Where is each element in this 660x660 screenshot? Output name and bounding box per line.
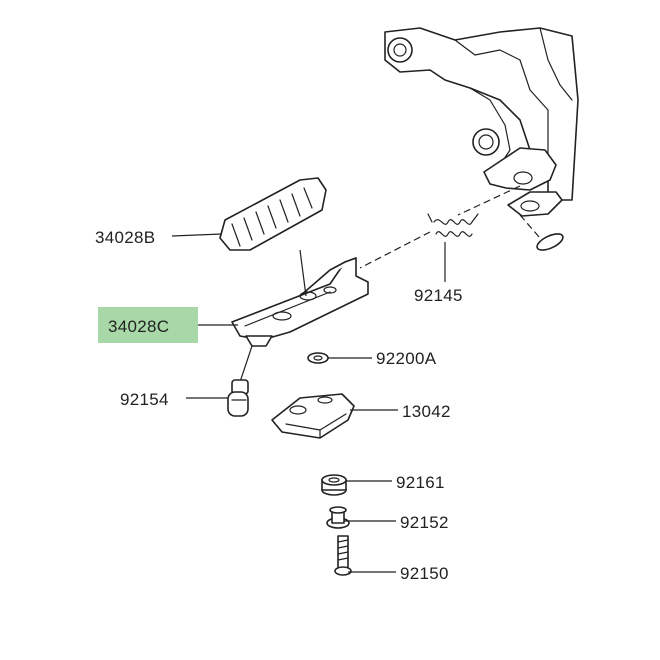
part-label-92152[interactable]: 92152 [400,513,449,532]
pivot-axis-washer [519,214,541,239]
leader-34028B-down [299,249,307,297]
part-label-34028B[interactable]: 34028B [95,228,155,247]
part-label-34028C[interactable]: 34028C [108,317,169,336]
collar [326,506,350,529]
part-label-92161[interactable]: 92161 [396,473,445,492]
part-label-92200A[interactable]: 92200A [376,349,437,368]
part-highlight-box [98,307,198,343]
washer [307,352,329,364]
pivot-axis-upper [457,185,521,216]
frame-bracket [384,27,579,251]
rubber-grommet [321,474,347,496]
footpeg-body [231,257,369,383]
part-label-92154[interactable]: 92154 [120,390,169,409]
part-label-92150[interactable]: 92150 [400,564,449,583]
bolt [334,535,352,576]
part-label-92145[interactable]: 92145 [414,286,463,305]
clevis-pin [227,379,249,417]
return-spring [427,213,479,237]
leader-34028B [171,233,223,237]
part-label-13042[interactable]: 13042 [402,402,451,421]
pivot-axis-lower [359,231,431,269]
footpeg-rubber [219,177,327,251]
mounting-bracket [271,393,355,439]
